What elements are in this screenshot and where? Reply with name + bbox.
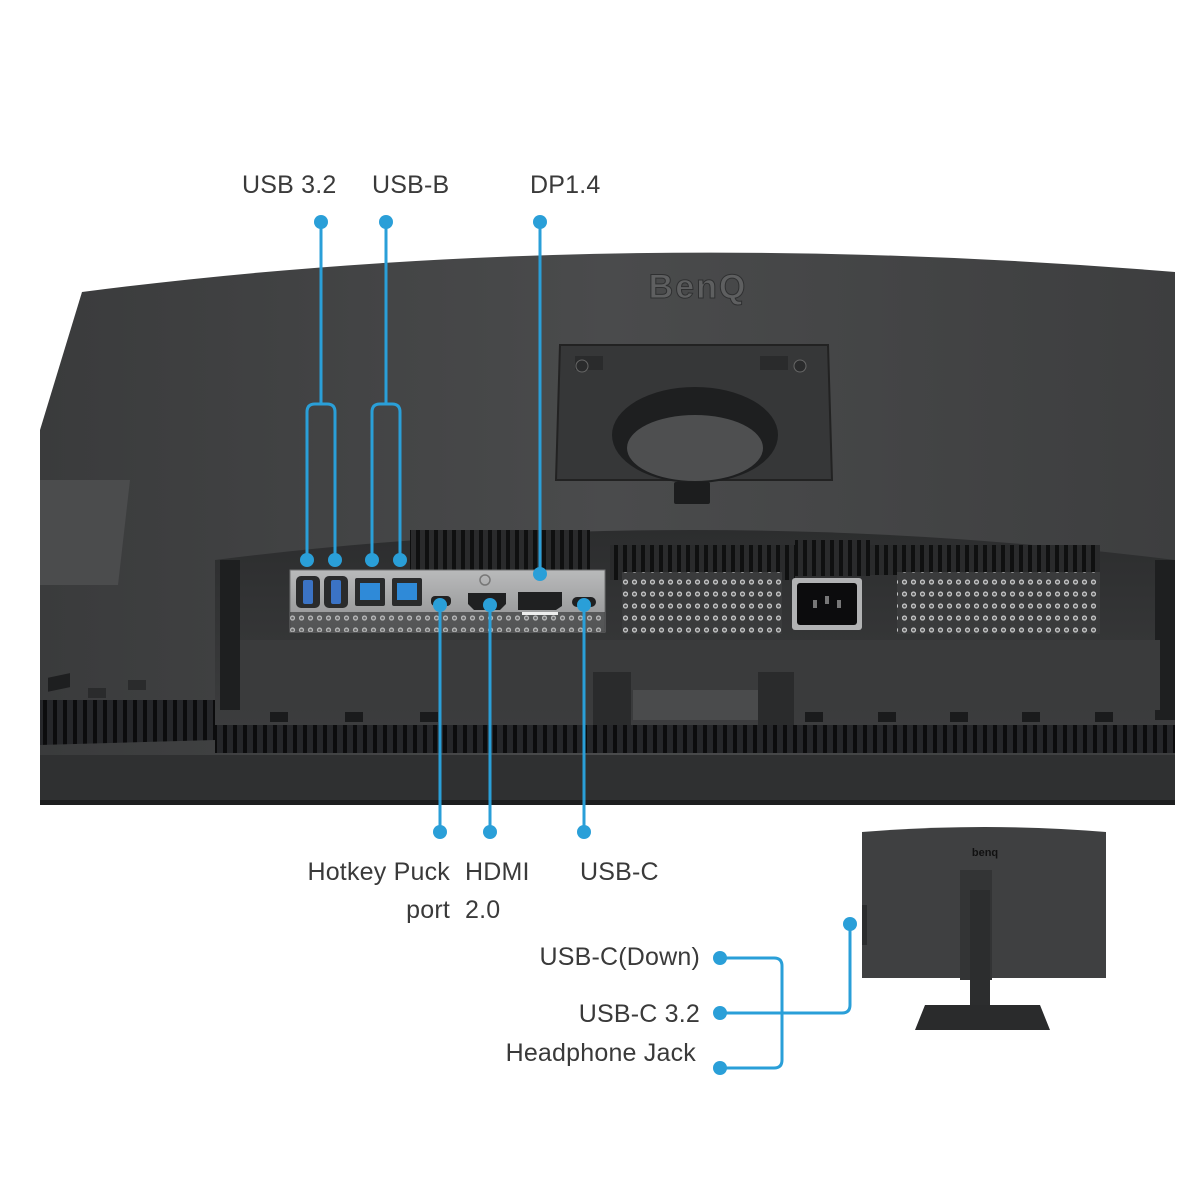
displayport-port: [518, 592, 562, 610]
label-hotkey-puck-line1: Hotkey Puck: [307, 858, 450, 886]
inset-benq-logo: benq: [972, 847, 998, 859]
label-usb-c: USB-C: [580, 858, 659, 886]
label-hdmi-line2: 2.0: [465, 896, 501, 924]
label-hotkey-puck-line2: port: [406, 896, 450, 924]
side-button-3: [128, 680, 146, 690]
benq-logo: BenQ: [649, 268, 748, 306]
side-button-2: [88, 688, 106, 698]
inset-monitor-rear: benq: [862, 827, 1106, 1030]
label-usb-c-3-2: USB-C 3.2: [578, 1000, 700, 1028]
side-button-1: [48, 673, 70, 692]
callout-lines: [305, 222, 852, 1070]
label-usb-b: USB-B: [372, 171, 450, 199]
label-usb-c-down: USB-C(Down): [539, 943, 700, 971]
label-hdmi-line1: HDMI: [465, 858, 530, 886]
label-headphone-jack: Headphone Jack: [505, 1039, 696, 1067]
label-usb-3-2: USB 3.2: [242, 171, 337, 199]
callout-dots: [300, 215, 857, 1075]
monitor-rear-body: BenQ: [40, 252, 1175, 805]
label-dp-1-4: DP1.4: [530, 171, 601, 199]
